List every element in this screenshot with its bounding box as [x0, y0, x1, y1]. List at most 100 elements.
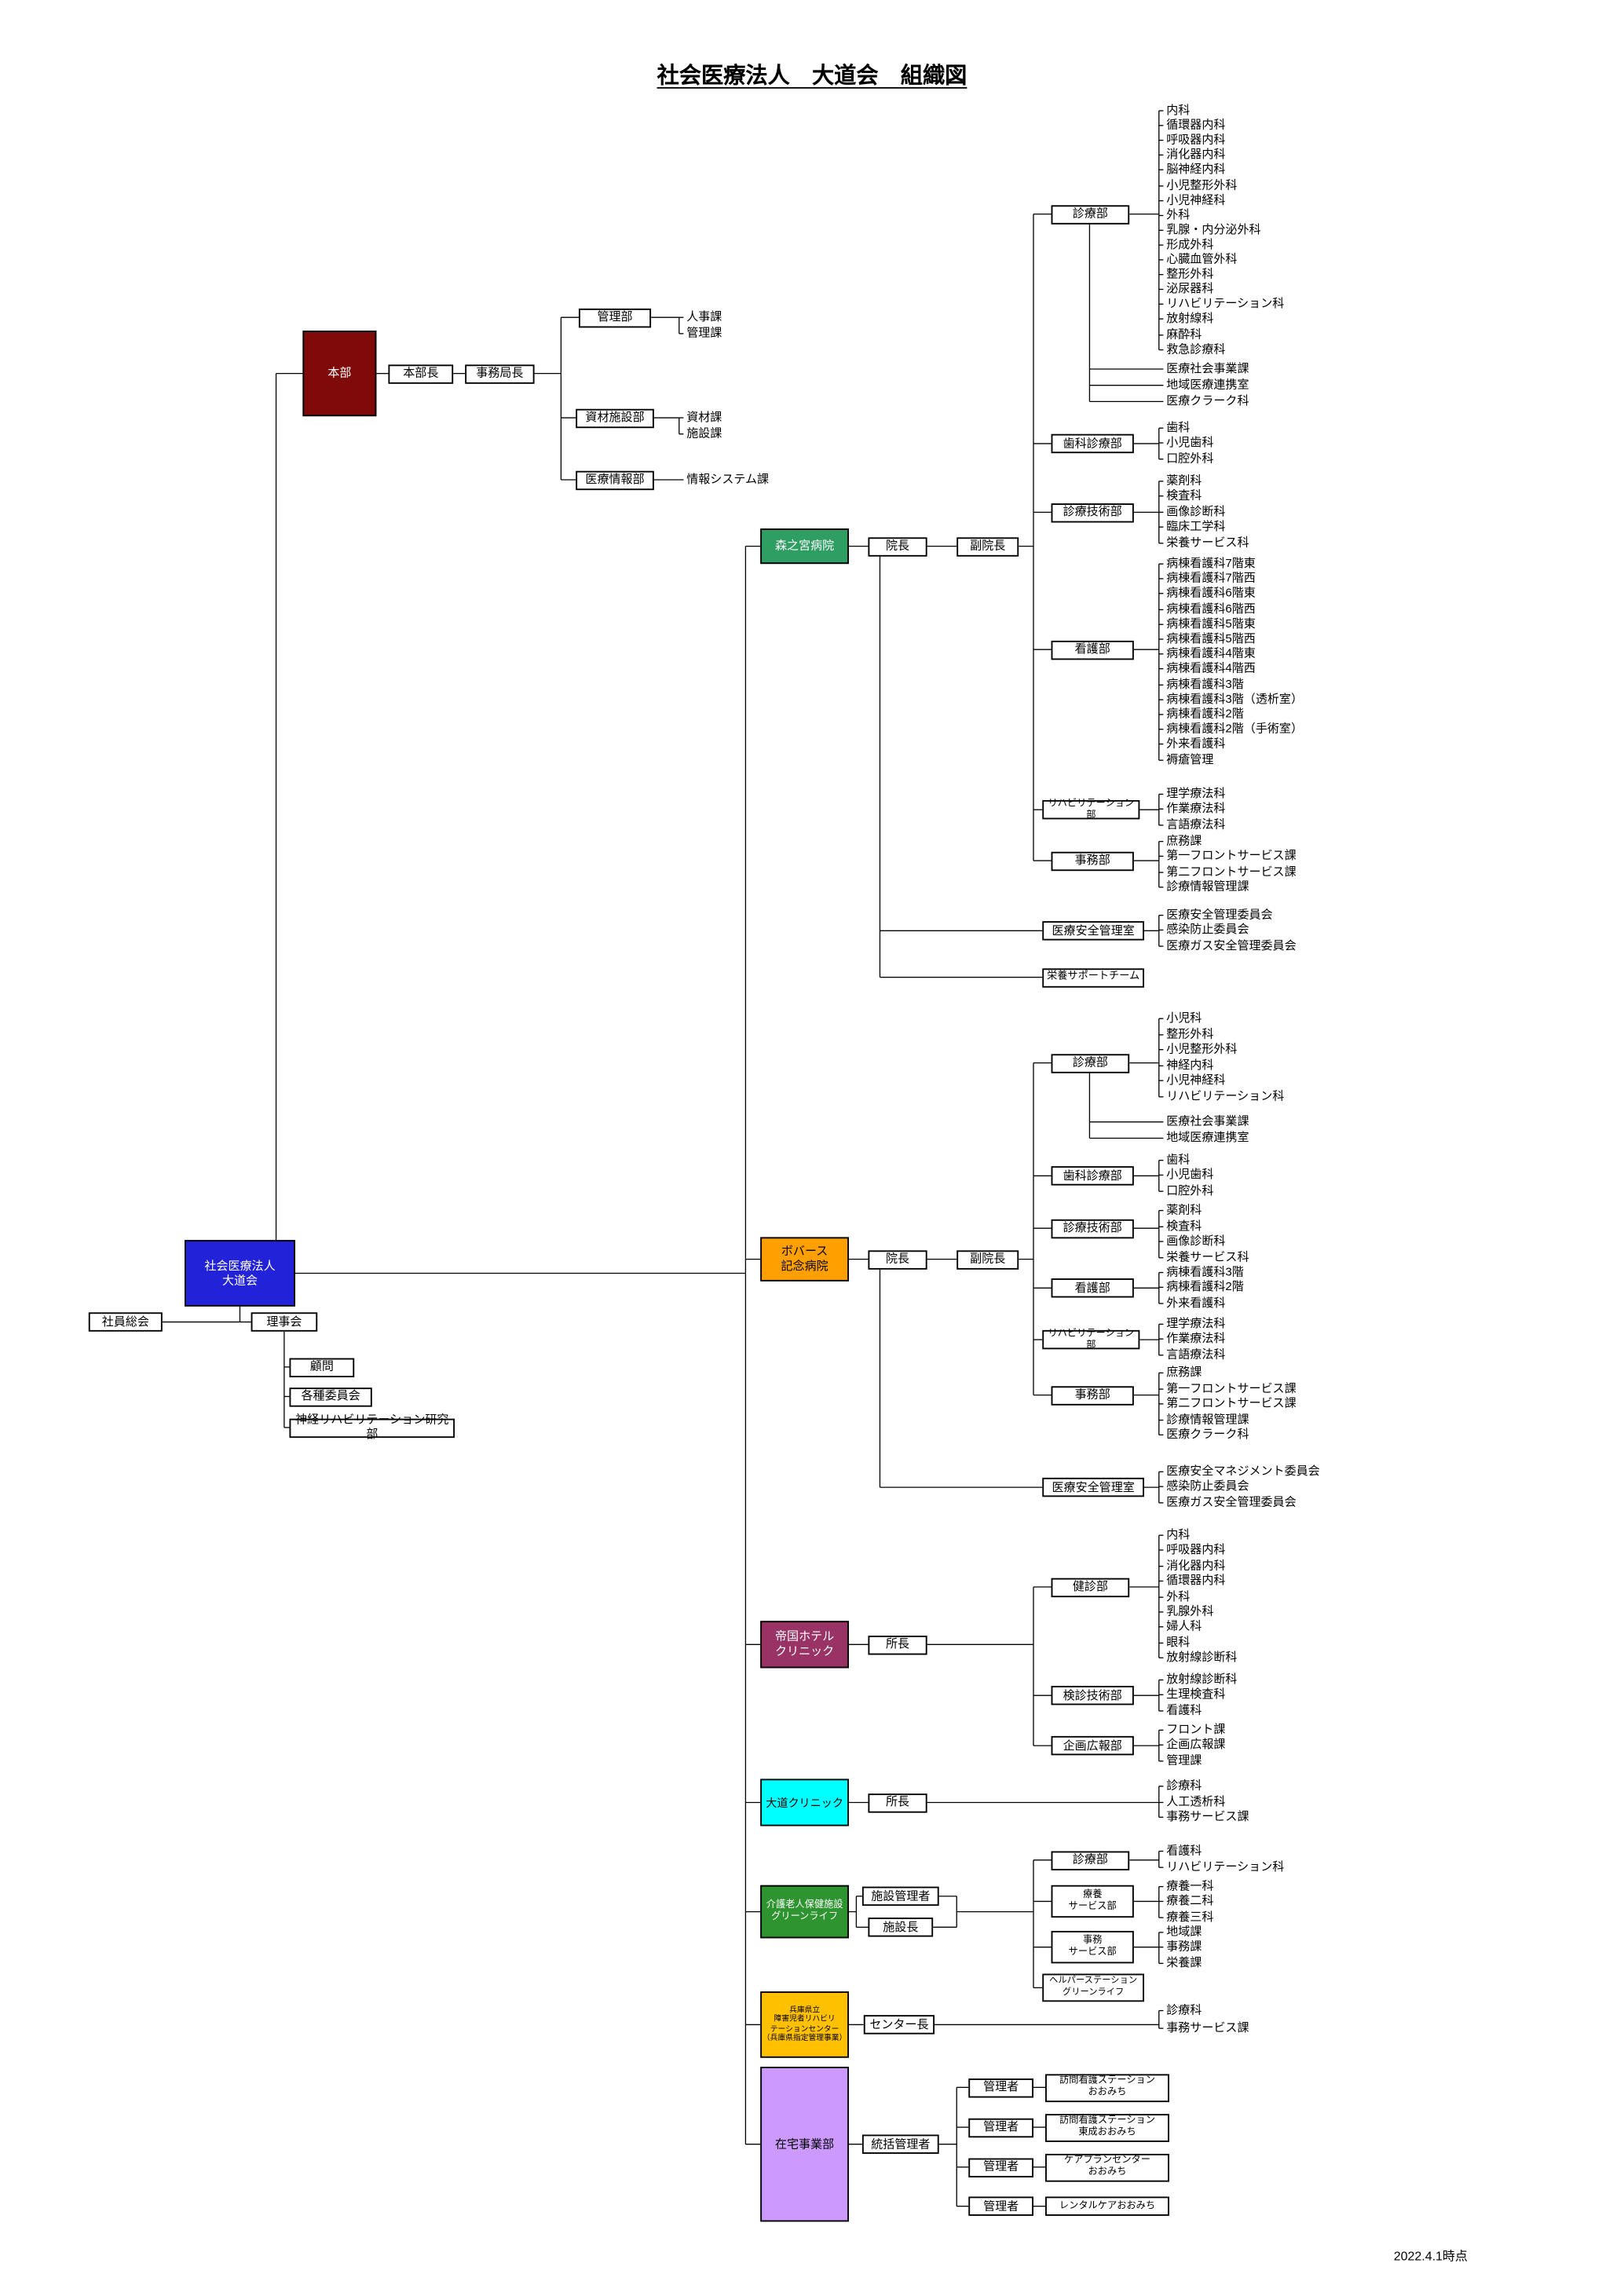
admin-bureau-chief-box: 事務局長 — [465, 364, 535, 383]
bobath-safety-committees-item: 医療ガス安全管理委員会 — [1166, 1495, 1297, 1509]
bobath-clinical-tech-depts-item: 検査科 — [1166, 1219, 1202, 1233]
bobath-rehab-units-item: 作業療法科 — [1166, 1331, 1226, 1345]
members-meeting-box: 社員総会 — [88, 1312, 163, 1332]
morinomiya-clinical-tech-depts-item: 検査科 — [1166, 488, 1202, 503]
greenlife-facility-head-box: 施設長 — [868, 1918, 934, 1937]
imperial-checkup-depts-item: 乳腺外科 — [1166, 1604, 1214, 1618]
bobath-nursing-units-item: 病棟看護科2階 — [1166, 1279, 1244, 1293]
morinomiya-rehab-units-item: 作業療法科 — [1166, 801, 1226, 815]
daido-clinic-head-box: 所長 — [868, 1793, 927, 1812]
imperial-screening-tech-dept-box: 検診技術部 — [1051, 1685, 1134, 1706]
imperial-screening-tech-depts-item: 生理検査科 — [1166, 1687, 1226, 1701]
morinomiya-medical-sub-item: 地域医療連携室 — [1166, 378, 1249, 392]
admin-dept-sections-item: 管理課 — [686, 326, 722, 340]
greenlife-medical-depts-item: リハビリテーション科 — [1166, 1859, 1285, 1874]
imperial-checkup-depts-item: 循環器内科 — [1166, 1574, 1226, 1587]
greenlife-care-service-depts-item: 療養三科 — [1166, 1910, 1214, 1924]
page-title: 社会医療法人 大道会 組織図 — [657, 63, 967, 89]
bobath-admin-units-item: 第二フロントサービス課 — [1166, 1396, 1297, 1410]
homecare-manager4-box: 管理者 — [968, 2196, 1033, 2216]
bobath-admin-units-item: 第一フロントサービス課 — [1166, 1381, 1297, 1395]
morinomiya-medical-depts-item: 心臓血管外科 — [1166, 252, 1238, 266]
morinomiya-nursing-units-item: 病棟看護科7階西 — [1166, 571, 1256, 585]
morinomiya-nutrition-team-box: 栄養サポートチーム — [1042, 967, 1144, 987]
morinomiya-clinical-tech-depts-item: 臨床工学科 — [1166, 519, 1226, 533]
bobath-clinical-tech-depts-item: 栄養サービス科 — [1166, 1250, 1249, 1264]
morinomiya-medical-depts-item: 乳腺・内分泌外科 — [1166, 222, 1261, 236]
morinomiya-rehab-units-item: 理学療法科 — [1166, 787, 1226, 800]
hyogo-center-depts-item: 事務サービス課 — [1166, 2020, 1249, 2035]
greenlife-medical-dept-box: 診療部 — [1051, 1850, 1130, 1870]
visiting-nurse-higashinari-box: 訪問看護ステーション 東成おおみち — [1045, 2113, 1169, 2141]
hq-director-box: 本部長 — [388, 364, 454, 383]
imperial-planning-pr-depts-item: 管理課 — [1166, 1753, 1202, 1768]
daido-clinic-depts-item: 診療科 — [1166, 1779, 1202, 1793]
admin-dept-box: 管理部 — [578, 307, 652, 327]
bobath-clinical-tech-depts-item: 薬剤科 — [1166, 1203, 1202, 1217]
greenlife-facility-manager-box: 施設管理者 — [861, 1886, 939, 1907]
imperial-screening-tech-depts-item: 看護科 — [1166, 1703, 1202, 1717]
greenlife-admin-service-depts-item: 栄養課 — [1166, 1956, 1202, 1969]
bobath-clinical-tech-dept-box: 診療技術部 — [1051, 1218, 1134, 1238]
morinomiya-safety-committees-item: 医療ガス安全管理委員会 — [1166, 938, 1297, 952]
bobath-safety-committees-item: 感染防止委員会 — [1166, 1479, 1249, 1493]
daido-clinic-depts-item: 人工透析科 — [1166, 1795, 1226, 1808]
greenlife-admin-service-dept-box: 事務 サービス部 — [1051, 1931, 1134, 1964]
bobath-nursing-units-item: 外来看護科 — [1166, 1296, 1226, 1310]
morinomiya-admin-units-item: 庶務課 — [1166, 834, 1202, 848]
morinomiya-medical-depts-item: 外科 — [1166, 208, 1191, 221]
morinomiya-hospital-box: 森之宮病院 — [760, 528, 849, 565]
bobath-medical-dept-box: 診療部 — [1051, 1053, 1130, 1073]
hyogo-center-depts-item: 診療科 — [1166, 2003, 1202, 2017]
morinomiya-nursing-units-item: 褥瘡管理 — [1166, 752, 1214, 766]
morinomiya-admin-units-item: 第一フロントサービス課 — [1166, 849, 1297, 862]
morinomiya-nursing-units-item: 病棟看護科6階西 — [1166, 602, 1256, 616]
morinomiya-nursing-units-item: 病棟看護科5階西 — [1166, 631, 1256, 645]
morinomiya-nursing-units-item: 病棟看護科5階東 — [1166, 616, 1256, 631]
morinomiya-admin-units-item: 診療情報管理課 — [1166, 879, 1249, 894]
hyogo-rehab-center-box: 兵庫県立 障害児者リハビリ テーションセンター （兵庫県指定管理事業） — [760, 1991, 849, 2058]
morinomiya-medical-depts-item: 消化器内科 — [1166, 148, 1226, 161]
morinomiya-clinical-tech-depts-item: 栄養サービス科 — [1166, 536, 1249, 550]
morinomiya-clinical-tech-dept-box: 診療技術部 — [1051, 503, 1134, 522]
corporation-box: 社会医療法人 大道会 — [185, 1240, 295, 1307]
imperial-checkup-depts-item: 婦人科 — [1166, 1619, 1202, 1633]
greenlife-helper-station-box: ヘルパーステーション グリーンライフ — [1042, 1973, 1144, 2002]
imperial-hotel-clinic-box: 帝国ホテル クリニック — [760, 1621, 849, 1669]
homecare-manager3-box: 管理者 — [968, 2157, 1033, 2177]
bobath-rehab-dept-box: リハビリテーション部 — [1042, 1328, 1140, 1350]
bobath-medical-depts-item: 小児神経科 — [1166, 1073, 1226, 1087]
imperial-checkup-depts-item: 呼吸器内科 — [1166, 1542, 1226, 1556]
greenlife-facility-box: 介護老人保健施設 グリーンライフ — [760, 1885, 849, 1939]
medical-info-sections-item: 情報システム課 — [686, 472, 770, 486]
morinomiya-medical-depts-item: 整形外科 — [1166, 267, 1214, 281]
morinomiya-safety-committees-item: 感染防止委員会 — [1166, 923, 1249, 936]
morinomiya-medical-depts-item: 麻酔科 — [1166, 327, 1202, 342]
morinomiya-director-box: 院長 — [868, 536, 927, 556]
bobath-medical-depts-item: 神経内科 — [1166, 1058, 1214, 1072]
bobath-medical-depts-item: 小児整形外科 — [1166, 1042, 1238, 1056]
bobath-medical-depts-item: 小児科 — [1166, 1011, 1202, 1025]
bobath-nursing-dept-box: 看護部 — [1051, 1278, 1134, 1298]
morinomiya-medical-depts-item: 呼吸器内科 — [1166, 133, 1226, 147]
morinomiya-safety-office-box: 医療安全管理室 — [1042, 921, 1144, 941]
bobath-dental-depts-item: 口腔外科 — [1166, 1183, 1214, 1197]
imperial-planning-pr-depts-item: フロント課 — [1166, 1722, 1226, 1736]
bobath-dental-depts-item: 歯科 — [1166, 1153, 1191, 1167]
bobath-dental-depts-item: 小児歯科 — [1166, 1168, 1214, 1181]
rental-care-box: レンタルケアおおみち — [1045, 2196, 1169, 2216]
care-plan-center-box: ケアプランセンター おおみち — [1045, 2152, 1169, 2181]
morinomiya-medical-dept-box: 診療部 — [1051, 204, 1130, 224]
imperial-screening-tech-depts-item: 放射線診断科 — [1166, 1673, 1238, 1686]
morinomiya-medical-depts-item: 脳神経内科 — [1166, 162, 1226, 176]
bobath-admin-units-item: 医療クラーク科 — [1166, 1427, 1249, 1441]
morinomiya-dental-depts-item: 小児歯科 — [1166, 435, 1214, 449]
imperial-checkup-depts-item: 放射線診断科 — [1166, 1650, 1238, 1664]
bobath-director-box: 院長 — [868, 1249, 927, 1269]
morinomiya-nursing-units-item: 病棟看護科2階（手術室） — [1166, 722, 1304, 736]
imperial-planning-pr-dept-box: 企画広報部 — [1051, 1735, 1134, 1756]
bobath-safety-office-box: 医療安全管理室 — [1042, 1477, 1144, 1497]
board-of-directors-box: 理事会 — [251, 1312, 318, 1332]
